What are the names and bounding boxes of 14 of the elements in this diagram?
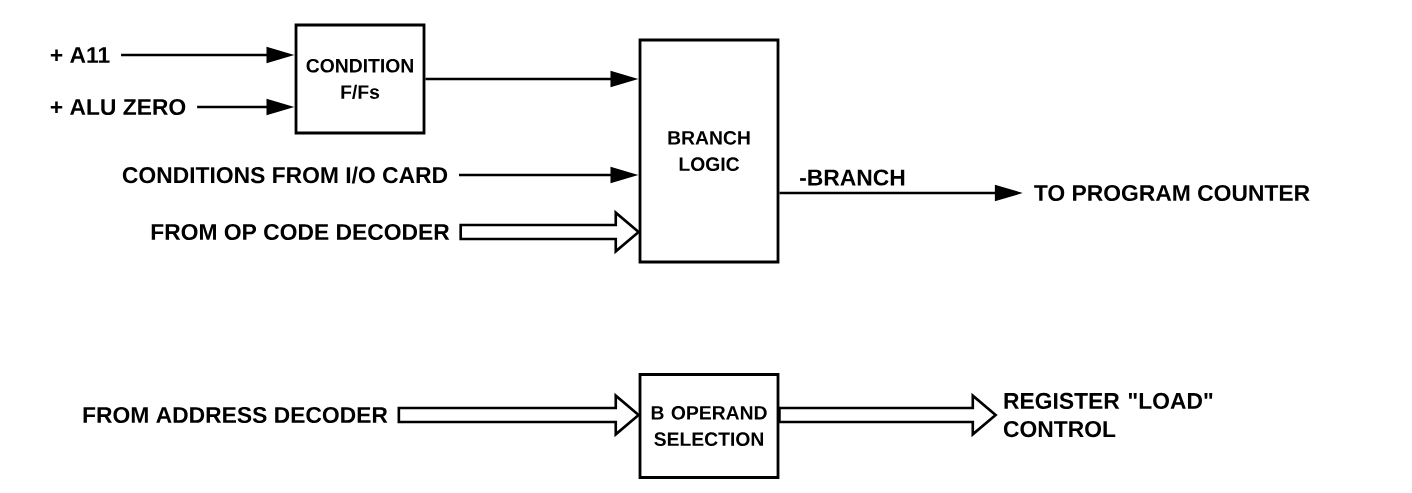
signal-label: + ALU ZERO xyxy=(50,98,186,116)
logic-box: B OPERAND SELECTION xyxy=(638,373,780,479)
signal-label: REGISTER "LOAD" CONTROL xyxy=(1003,392,1213,438)
bus-arrow xyxy=(459,209,641,255)
signal-label: TO PROGRAM COUNTER xyxy=(1034,184,1310,202)
signal-label: CONDITIONS FROM I/O CARD xyxy=(122,166,448,184)
signal-label: FROM OP CODE DECODER xyxy=(151,223,450,241)
bus-arrow xyxy=(778,392,998,438)
logic-box: BRANCH LOGIC xyxy=(638,38,780,264)
bus-arrow xyxy=(397,392,641,438)
signal-label: FROM ADDRESS DECODER xyxy=(83,406,388,424)
edge-label: -BRANCH xyxy=(800,169,905,186)
logic-box: CONDITION F/Fs xyxy=(294,23,426,135)
signal-label: + A11 xyxy=(50,47,110,63)
